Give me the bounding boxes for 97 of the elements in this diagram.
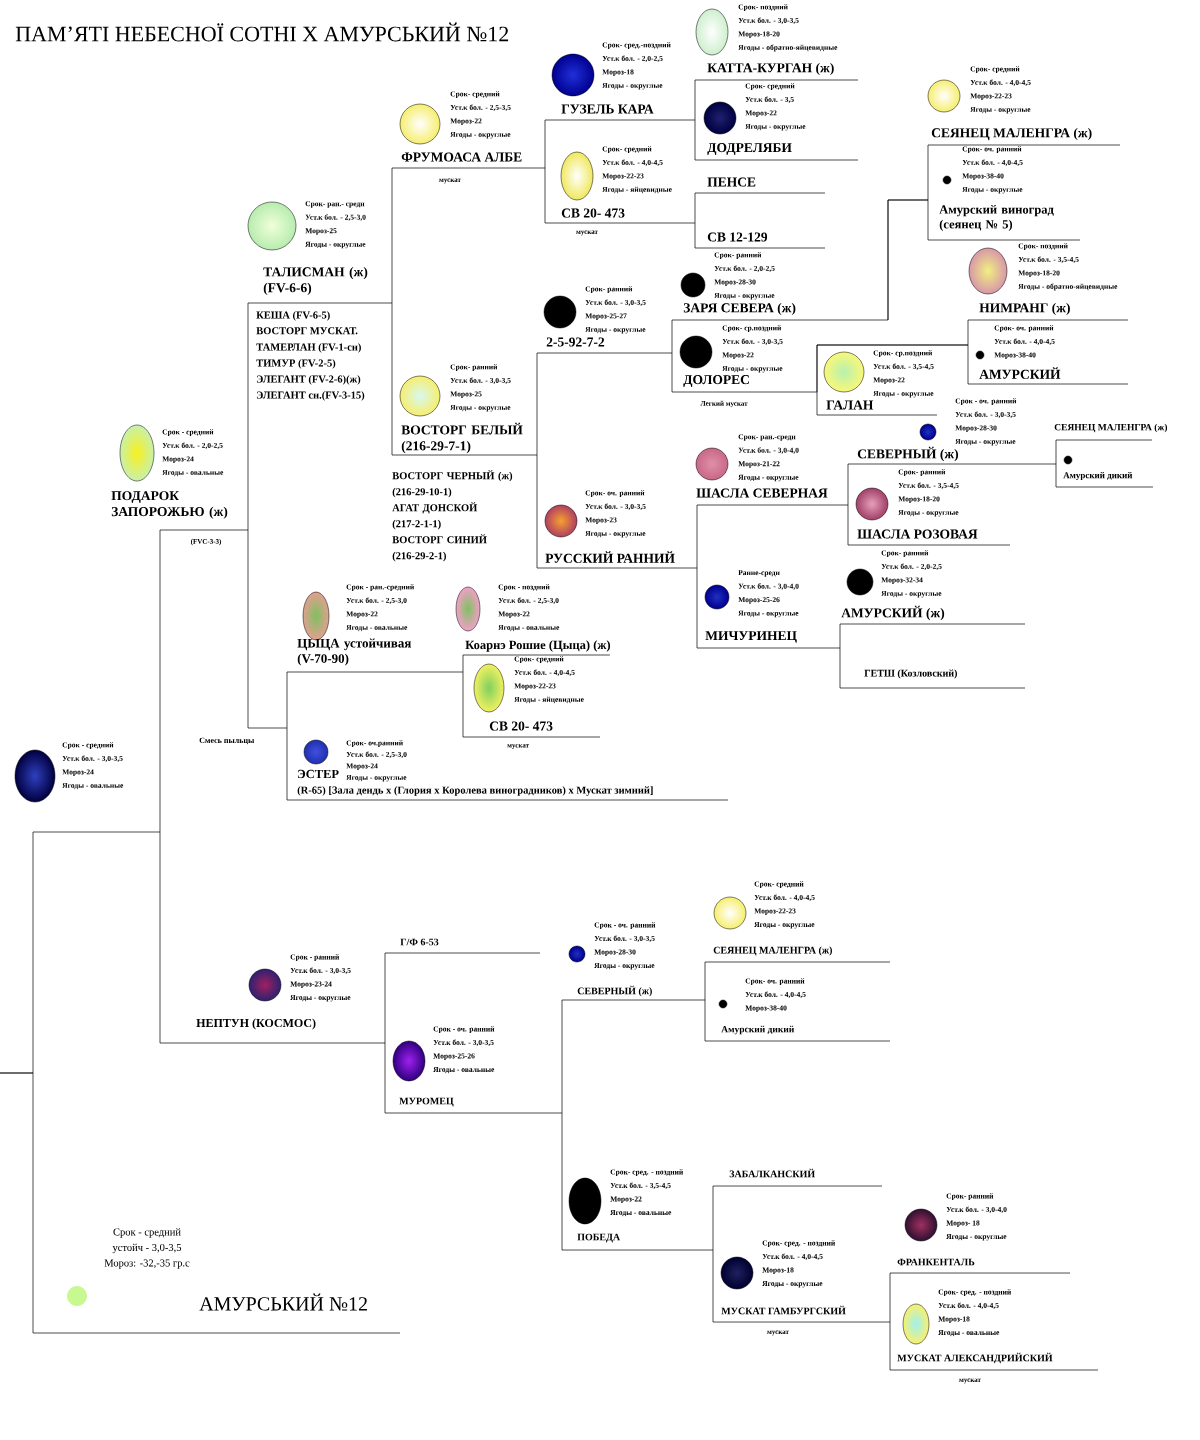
sibling-name: ЭЛЕГАНТ сн.(FV-3-15) <box>256 391 365 401</box>
variety-name: АМУРСЬКИЙ №12 <box>32 1293 401 1334</box>
sibling-name: ТАМЕРЛАН (FV-1-сн) <box>256 343 361 353</box>
variety-name: ШАСЛА СЕВЕРНАЯ <box>696 488 849 506</box>
variety-name: АМУРСКИЙ (ж) <box>839 605 1026 625</box>
pedigree-line <box>712 1249 714 1323</box>
variety-name: ДОДРЕЛЯБИ <box>694 143 859 161</box>
variety-name: НИМРАНГ (ж) <box>967 302 1129 321</box>
variety-name: МУСКАТ АЛЕКСАНДРИЙСКИЙ <box>889 1352 1099 1371</box>
sibling-name: АГАТ ДОНСКОЙ (217-2-1-1) <box>392 502 478 530</box>
sibling-name: ВОСТОРГ СИНИЙ (216-29-2-1) <box>392 534 487 562</box>
pedigree-line <box>561 999 563 1114</box>
variety-name: СЕВЕРНЫЙ (ж) <box>847 446 1057 465</box>
variety-name: ФРУМОАСА АЛБЕ <box>391 152 546 169</box>
pedigree-line <box>694 192 696 224</box>
pedigree-line <box>536 454 538 569</box>
variety-name: ЗАРЯ СЕВЕРА (ж) <box>671 302 889 321</box>
pedigree-line <box>696 567 698 649</box>
pedigree-line <box>839 647 841 689</box>
sibling-name: КЕША (FV-6-5) <box>256 311 330 321</box>
pedigree-line <box>694 79 696 121</box>
pedigree-line <box>847 463 849 506</box>
pedigree-line <box>391 302 393 456</box>
pedigree-line <box>1055 439 1057 465</box>
variety-name: СВ 20- 473 <box>544 208 696 224</box>
variety-name: СЕЯНЕЦ МАЛЕНГРА (ж) <box>704 946 891 963</box>
pedigree-line <box>694 119 696 161</box>
pedigree-line <box>712 1185 714 1251</box>
pedigree-line <box>286 727 288 801</box>
pedigree-line <box>1055 463 1057 488</box>
variety-name: ЗАБАЛКАНСКИЙ <box>712 1168 883 1187</box>
variety-name: ФРАНКЕНТАЛЬ <box>889 1258 1071 1274</box>
variety-name: Амурский дикий <box>704 1025 891 1042</box>
variety-name: ВОСТОРГ БЕЛЫЙ (216-29-7-1) <box>391 422 538 456</box>
pedigree-line <box>0 1072 34 1334</box>
pedigree-line <box>536 352 538 456</box>
trait-list: Срок - средний устойч - 3,0-3,5 Мороз: -32,-35 гр.с <box>104 1228 190 1269</box>
variety-name: МУРОМЕЦ <box>384 1097 563 1114</box>
sibling-name: ТИМУР (FV-2-5) <box>256 359 336 369</box>
pedigree-line <box>247 302 249 531</box>
variety-name: СВ 20- 473 <box>462 721 601 738</box>
variety-name: НЕПТУН (КОСМОС) <box>159 1018 386 1044</box>
pedigree-line <box>839 623 841 649</box>
pedigree-line <box>847 504 849 546</box>
pedigree-line <box>671 352 673 393</box>
pedigree-line <box>159 831 161 1044</box>
variety-name: Амурский виноград (сеянец № 5) <box>927 205 1081 241</box>
pedigree-line <box>816 391 818 416</box>
pedigree-line <box>561 1112 563 1251</box>
variety-name: ПОБЕДА <box>561 1233 714 1251</box>
variety-name: Г/Ф 6-53 <box>384 938 541 954</box>
sibling-name: ВОСТОРГ ЧЕРНЫЙ (ж) (216-29-10-1) <box>392 470 513 498</box>
variety-name: ЦЫЦА устойчивая (V-70-90) <box>286 638 464 673</box>
pedigree-line <box>384 952 386 1044</box>
variety-name: ГЕТШ (Козловский) <box>839 669 1026 689</box>
variety-name: СЕЯНЕЦ МАЛЕНГРА (ж) <box>1054 423 1168 441</box>
variety-name: ПЕНСЕ <box>694 177 826 194</box>
variety-name: АМУРСКИЙ <box>967 367 1129 385</box>
variety-name: СВ 12-129 <box>694 232 826 249</box>
variety-name: ДОЛОРЕС <box>671 375 818 393</box>
variety-name: Амурский дикий <box>1055 471 1154 488</box>
pedigree-line <box>704 999 706 1042</box>
pedigree-text: (R-65) [Зала дендь х (Глория х Королева виноградников) х Мускат зимний] <box>297 786 653 796</box>
variety-name: Коарнэ Рошие (Цыца) (ж) <box>462 640 611 656</box>
variety-name: РУССКИЙ РАННИЙ <box>536 551 698 569</box>
variety-name: ШАСЛА РОЗОВАЯ <box>847 529 1011 546</box>
title: ПАМ’ЯТІ НЕБЕСНОЇ СОТНІ Х АМУРСЬКИЙ №12 <box>15 22 509 42</box>
variety-name: 2-5-92-7-2 <box>536 337 673 354</box>
variety-name: ТАЛИСМАН (ж) (FV-6-6) <box>247 266 393 304</box>
variety-name: Смесь пыльцы <box>199 727 288 745</box>
sibling-name: ЭЛЕГАНТ (FV-2-6)(ж) <box>256 375 361 385</box>
pedigree-line <box>462 654 464 673</box>
pedigree-line <box>704 961 706 1001</box>
pedigree-line <box>694 222 696 249</box>
pedigree-line <box>887 199 929 321</box>
pedigree-line <box>544 167 546 224</box>
pedigree-line <box>696 504 698 569</box>
variety-name: ПОДАРОК ЗАПОРОЖЬЮ (ж) <box>111 491 249 531</box>
pedigree-line <box>462 671 464 738</box>
pedigree-line <box>384 1042 386 1114</box>
variety-name: КАТТА-КУРГАН (ж) <box>694 62 859 81</box>
variety-name: СЕЯНЕЦ МАЛЕНГРА (ж) <box>927 127 1121 146</box>
sibling-name: ВОСТОРГ МУСКАТ. <box>256 327 358 335</box>
pedigree-line <box>671 319 673 354</box>
variety-name: МУСКАТ ГАМБУРГСКИЙ <box>712 1305 891 1323</box>
pedigree-line <box>286 671 288 729</box>
pedigree-line <box>544 119 546 169</box>
pedigree-line <box>889 1272 891 1323</box>
pedigree-line <box>391 167 393 304</box>
variety-name: МИЧУРИНЕЦ <box>696 631 841 649</box>
variety-name: ГАЛАН <box>816 400 938 416</box>
pedigree-line <box>816 344 969 393</box>
variety-name: ГУЗЕЛЬ КАРА <box>544 104 696 121</box>
pedigree-line <box>159 529 161 833</box>
pedigree-line <box>247 529 249 729</box>
variety-name: СЕВЕРНЫЙ (ж) <box>561 985 706 1001</box>
pedigree-line <box>889 1321 891 1371</box>
